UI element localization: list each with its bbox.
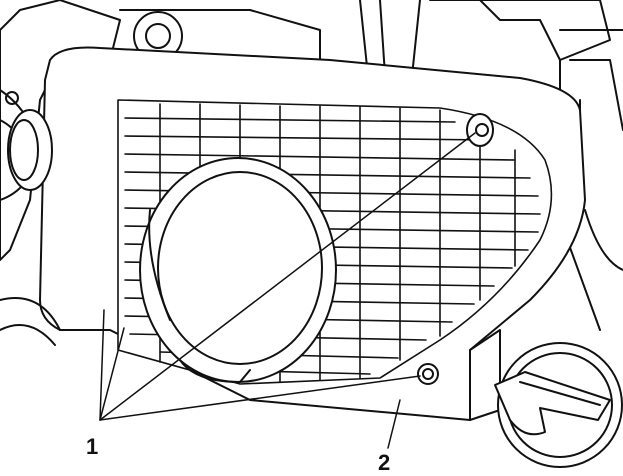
callout-1-leaders xyxy=(99,132,476,421)
oil-cap xyxy=(494,342,623,468)
callout-label-1: 1 xyxy=(86,434,99,459)
callout-label-2: 2 xyxy=(378,450,391,475)
bottom-screw xyxy=(417,363,439,385)
starter-cover xyxy=(139,157,337,383)
callout-2-leader xyxy=(387,399,401,449)
top-mount xyxy=(119,9,321,61)
top-screw xyxy=(466,113,494,147)
side-ring xyxy=(7,109,53,191)
